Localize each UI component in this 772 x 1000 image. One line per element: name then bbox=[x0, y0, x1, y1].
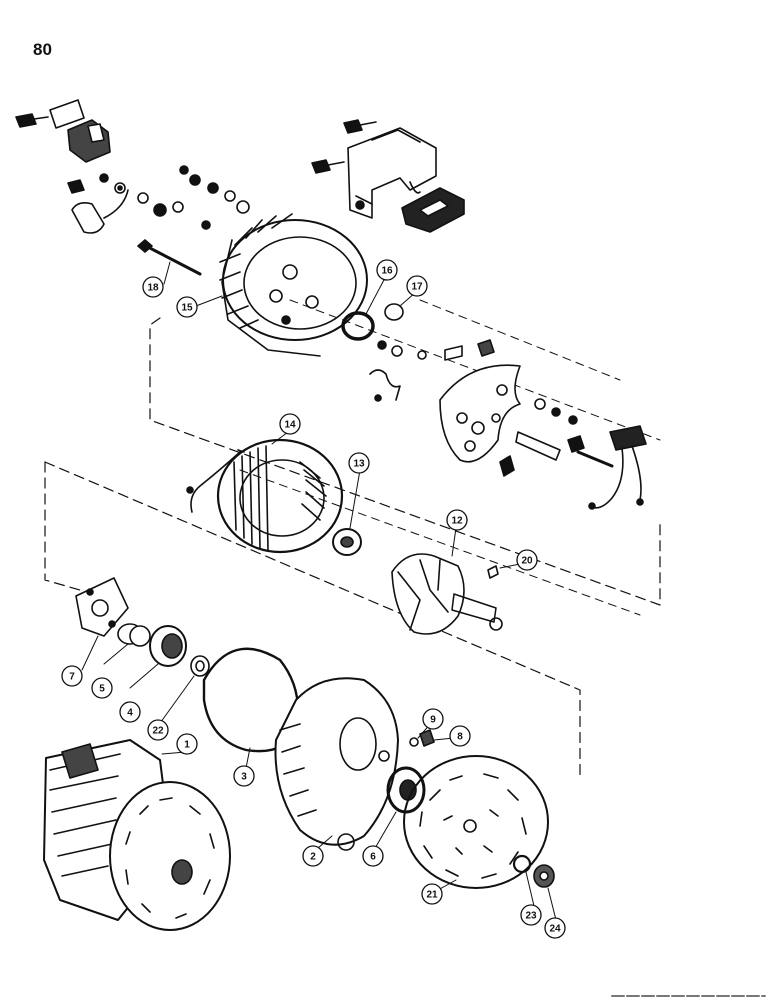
o-ring bbox=[341, 311, 375, 341]
callout-14: 14 bbox=[279, 413, 301, 435]
callout-circle bbox=[516, 549, 538, 571]
callout-7: 7 bbox=[61, 665, 83, 687]
callout-label: 15 bbox=[181, 303, 193, 314]
callout-label: 14 bbox=[284, 420, 296, 431]
fan bbox=[403, 755, 549, 889]
callout-label: 1 bbox=[184, 740, 190, 751]
key-20 bbox=[487, 565, 499, 579]
front-housing bbox=[274, 677, 399, 851]
callout-circle bbox=[422, 708, 444, 730]
leader-lines bbox=[81, 261, 557, 921]
callout-label: 13 bbox=[353, 459, 365, 470]
callout-label: 3 bbox=[241, 772, 247, 783]
callout-circle bbox=[142, 276, 164, 298]
bearing-13 bbox=[332, 528, 362, 556]
connector-harness bbox=[588, 425, 647, 510]
washer-23 bbox=[512, 854, 532, 874]
page-number: 80 bbox=[33, 40, 52, 59]
callout-5: 5 bbox=[91, 677, 113, 699]
callout-circle bbox=[348, 452, 370, 474]
rear-housing bbox=[219, 213, 368, 357]
callout-1: 1 bbox=[176, 733, 198, 755]
callout-22: 22 bbox=[147, 719, 169, 741]
callout-label: 12 bbox=[451, 516, 463, 527]
washer-9 bbox=[409, 737, 419, 747]
dashed-axis-line bbox=[239, 299, 661, 616]
callout-circle bbox=[421, 883, 443, 905]
dashed-boundary-rear bbox=[149, 317, 661, 606]
retainer-plate-7 bbox=[75, 577, 129, 637]
callout-circle bbox=[279, 413, 301, 435]
rectifier-bridge bbox=[439, 364, 521, 477]
callout-17: 17 bbox=[406, 275, 428, 297]
callout-6: 6 bbox=[362, 845, 384, 867]
callout-circle bbox=[91, 677, 113, 699]
callout-23: 23 bbox=[520, 904, 542, 926]
callout-label: 18 bbox=[147, 283, 159, 294]
callout-9: 9 bbox=[422, 708, 444, 730]
callout-3: 3 bbox=[233, 765, 255, 787]
callout-label: 16 bbox=[381, 266, 393, 277]
callout-24: 24 bbox=[544, 917, 566, 939]
spacer-5 bbox=[117, 623, 151, 647]
callout-4: 4 bbox=[119, 701, 141, 723]
hardware-row-upper bbox=[67, 165, 250, 230]
callout-circle bbox=[406, 275, 428, 297]
callout-label: 22 bbox=[152, 726, 164, 737]
callout-label: 9 bbox=[430, 715, 436, 726]
callout-circle bbox=[302, 845, 324, 867]
bearing-4 bbox=[149, 625, 187, 667]
callout-circle bbox=[176, 296, 198, 318]
regulator-plate bbox=[401, 187, 465, 233]
callout-13: 13 bbox=[348, 452, 370, 474]
callout-circle bbox=[119, 701, 141, 723]
callout-label: 4 bbox=[127, 708, 133, 719]
nut-8 bbox=[419, 729, 435, 747]
regulator-assembly bbox=[311, 119, 437, 219]
callout-circle bbox=[544, 917, 566, 939]
callout-16: 16 bbox=[376, 259, 398, 281]
callout-label: 2 bbox=[310, 852, 316, 863]
callout-label: 24 bbox=[549, 924, 561, 935]
rectifier-screws bbox=[515, 398, 614, 468]
callout-8: 8 bbox=[449, 725, 471, 747]
callout-12: 12 bbox=[446, 509, 468, 531]
callout-label: 7 bbox=[69, 672, 75, 683]
callout-circle bbox=[233, 765, 255, 787]
plug bbox=[384, 303, 404, 321]
callout-circle bbox=[61, 665, 83, 687]
callout-circle bbox=[520, 904, 542, 926]
callout-2: 2 bbox=[302, 845, 324, 867]
mounting-screw-top-left bbox=[15, 113, 49, 128]
callout-circle bbox=[449, 725, 471, 747]
callout-label: 8 bbox=[457, 732, 463, 743]
callout-20: 20 bbox=[516, 549, 538, 571]
capacitor bbox=[71, 189, 129, 234]
callout-circle bbox=[376, 259, 398, 281]
callout-circle bbox=[176, 733, 198, 755]
rectifier-hardware bbox=[369, 339, 495, 402]
callout-label: 23 bbox=[525, 911, 537, 922]
callout-label: 5 bbox=[99, 684, 105, 695]
callout-circle bbox=[362, 845, 384, 867]
callout-label: 17 bbox=[411, 282, 423, 293]
callout-label: 20 bbox=[521, 556, 533, 567]
callout-21: 21 bbox=[421, 883, 443, 905]
callout-18: 18 bbox=[142, 276, 164, 298]
callout-circle bbox=[446, 509, 468, 531]
pulley-nut-24 bbox=[533, 864, 555, 888]
ring-22 bbox=[190, 655, 210, 677]
rotor bbox=[391, 553, 503, 635]
alternator-assembly bbox=[43, 739, 231, 931]
callout-circle bbox=[147, 719, 169, 741]
dashed-boundary-front bbox=[44, 461, 581, 776]
stator bbox=[186, 438, 344, 554]
callout-15: 15 bbox=[176, 296, 198, 318]
callout-label: 21 bbox=[426, 890, 438, 901]
through-bolt bbox=[137, 239, 202, 276]
terminal-bracket bbox=[49, 99, 111, 163]
callout-label: 6 bbox=[370, 852, 376, 863]
